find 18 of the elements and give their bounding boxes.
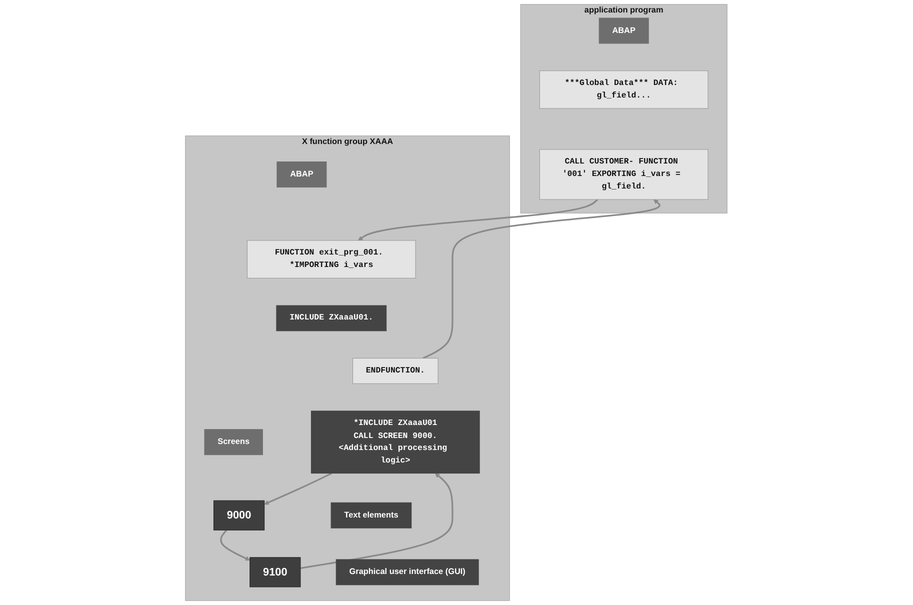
node-box: 9100 xyxy=(250,557,301,588)
arrow xyxy=(220,530,250,561)
node-box: Screens xyxy=(204,429,264,456)
node-box: 9000 xyxy=(214,500,265,530)
node-box: ENDFUNCTION. xyxy=(352,358,439,384)
node-box: ***Global Data*** DATA: gl_field... xyxy=(540,70,709,109)
arrow xyxy=(422,199,660,359)
node-box: *INCLUDE ZXaaaU01 CALL SCREEN 9000. <Additional processing logic> xyxy=(311,410,480,474)
node-box: FUNCTION exit_prg_001. *IMPORTING i_vars xyxy=(247,240,416,278)
arrow xyxy=(358,198,598,241)
node-box: Text elements xyxy=(331,502,412,528)
node-box: ABAP xyxy=(276,162,327,188)
node-box: Graphical user interface (GUI) xyxy=(336,559,480,586)
node-box: ABAP xyxy=(599,18,650,44)
node-box: INCLUDE ZXaaaU01. xyxy=(276,305,387,332)
arrow xyxy=(264,472,332,505)
node-box: CALL CUSTOMER- FUNCTION '001' EXPORTING i_vars = gl_field. xyxy=(540,149,709,200)
arrow xyxy=(300,473,454,569)
